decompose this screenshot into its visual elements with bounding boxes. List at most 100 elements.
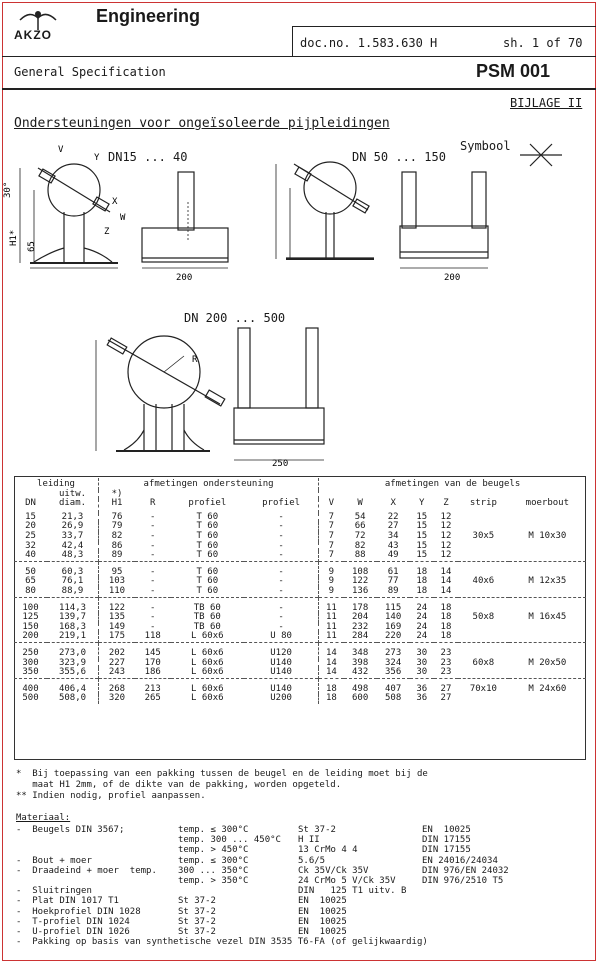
bolt-cell [508, 560, 586, 578]
table-cell: 66 [354, 521, 366, 532]
table-cell: 11 [325, 612, 337, 623]
table-cell: 27 [440, 693, 452, 704]
r-label: R [192, 355, 198, 365]
material-cell: St 37-2 [178, 906, 216, 917]
table-cell: 61 [376, 560, 410, 578]
table-cell: 12 [440, 540, 452, 551]
spec-label: General Specification [14, 65, 166, 79]
material-cell: - Bout + moer [16, 855, 92, 866]
strip-cell [458, 551, 509, 561]
table-cell: 350 [22, 667, 39, 678]
strip-cell [458, 560, 509, 578]
table-cell: 103 [108, 576, 126, 587]
table-cell: - [150, 585, 156, 596]
th-col: X [390, 498, 396, 509]
table-cell: 18 [433, 596, 459, 614]
table-cell: 406,4 [47, 677, 100, 695]
material-cell: EN 10025 [298, 906, 347, 917]
material-cell: - Plat DIN 1017 T1 [16, 896, 119, 907]
strip-cell [458, 668, 509, 678]
bolt-cell [509, 668, 586, 678]
th-uitw: uitw. [47, 489, 100, 500]
table-cell: 118 [144, 631, 161, 642]
table-cell: 140 [385, 612, 402, 623]
table-cell: 65 [25, 576, 36, 587]
drawing-title-dn15: DN15 ... 40 [108, 150, 188, 164]
table-cell: 220 [385, 631, 402, 642]
strip-cell [458, 513, 509, 523]
table-cell: 114,3 [47, 596, 100, 614]
table-cell: T 60 [170, 560, 245, 578]
table-cell: U 80 [244, 631, 320, 643]
table-cell: T 60 [196, 521, 219, 532]
table-cell: 11 [325, 621, 337, 632]
th-col: diam. [47, 499, 100, 513]
table-cell: 115 [376, 596, 410, 614]
table-cell: 175 [108, 631, 126, 642]
table-cell: 22 [387, 511, 399, 522]
th-col: Y [419, 498, 425, 509]
footnotes: * Bij toepassing van een pakking tussen … [16, 769, 428, 802]
table-cell: 25 [25, 530, 36, 541]
table-cell: - [244, 512, 320, 523]
table-cell: - [244, 613, 320, 623]
footnote-line: * Bij toepassing van een pakking tussen … [16, 769, 428, 779]
material-cell: EN 10025 [422, 825, 471, 835]
table-cell: U120 [244, 641, 320, 659]
material-heading: Materiaal: [16, 813, 71, 823]
material-cell: EN 10025 [298, 896, 347, 907]
table-cell: 79 [111, 521, 123, 532]
table-cell: 18 [416, 585, 428, 596]
table-cell: 88,9 [47, 586, 100, 598]
table-cell: 12 [440, 550, 452, 561]
strip-cell [458, 632, 509, 642]
table-cell: 498 [343, 677, 377, 695]
strip-cell [458, 596, 509, 614]
table-cell: 14 [433, 560, 459, 578]
table-cell: 12 [440, 530, 452, 541]
table-cell: 200 [22, 631, 39, 642]
table-cell: 48,3 [47, 550, 100, 562]
th-col: H1 [111, 498, 123, 509]
table-cell: 300 [22, 657, 39, 668]
table-cell: 23 [433, 641, 459, 659]
strip-cell: 60x8 [472, 657, 495, 668]
table-cell: 95 [98, 560, 135, 578]
table-cell: 7 [328, 521, 335, 532]
table-cell: 24 [416, 612, 428, 623]
table-cell: 88 [354, 550, 366, 561]
table-cell: 500 [22, 693, 39, 704]
bolt-cell [509, 551, 586, 561]
table-cell: 324 [385, 657, 402, 668]
material-cell: - Beugels DIN 3567; [16, 825, 125, 835]
table-cell: 600 [351, 693, 369, 704]
table-cell: - [244, 577, 320, 587]
table-cell: 227 [108, 657, 126, 668]
table-cell: 108 [343, 560, 377, 578]
table-cell: 36 [409, 677, 434, 695]
th-col: W [357, 498, 363, 509]
table-cell: TB 60 [193, 621, 221, 632]
table-cell: 12 [440, 511, 452, 522]
material-cell: EN 24016/24034 [422, 855, 498, 866]
drawing-dn50-150: 200 [275, 161, 489, 283]
material-cell: DIN 976/2510 T5 [422, 876, 504, 886]
material-cell: St 37-2 [178, 927, 216, 937]
h65-label: 65 [27, 241, 37, 252]
table-cell: 139,7 [47, 613, 100, 623]
table-cell: - [244, 550, 320, 562]
table-cell: T 60 [196, 576, 219, 587]
table-cell: 89 [387, 585, 399, 596]
drawing-dn200-500: R 250 [95, 327, 325, 469]
table-cell: 9 [318, 560, 344, 578]
table-cell: 43 [387, 540, 399, 551]
strip-cell: 70x10 [458, 677, 509, 695]
table-cell: 32 [25, 540, 36, 551]
strip-cell [458, 623, 509, 633]
table-cell: 14 [318, 641, 344, 659]
material-cell: St 37-2 [178, 916, 216, 927]
